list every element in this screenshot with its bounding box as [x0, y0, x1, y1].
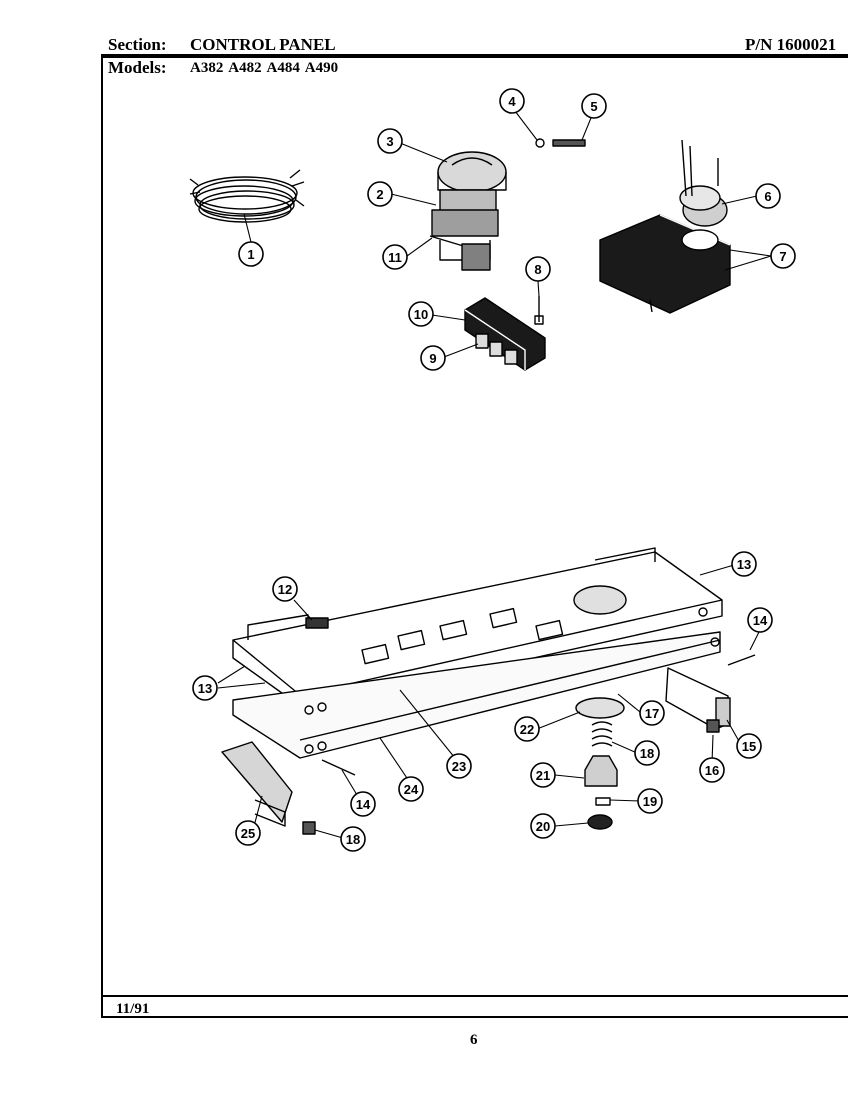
washer-and-spring: [535, 138, 586, 148]
callout-15: 15: [736, 733, 762, 759]
callout-13-left: 13: [192, 675, 218, 701]
part-number: P/N 1600021: [745, 35, 837, 54]
callout-7-label: 7: [779, 249, 786, 264]
header-rule: [101, 54, 848, 56]
callout-7: 7: [770, 243, 796, 269]
callout-3: 3: [377, 128, 403, 154]
callout-11: 11: [382, 244, 408, 270]
callout-11-label: 11: [388, 250, 402, 265]
callout-3-label: 3: [386, 134, 393, 149]
callout-20: 20: [530, 813, 556, 839]
callout-6: 6: [755, 183, 781, 209]
callout-9: 9: [420, 345, 446, 371]
callout-18-left-label: 18: [346, 832, 360, 847]
screw-14-right: [727, 654, 756, 666]
knob-assembly: [575, 697, 625, 830]
callout-14-left-label: 14: [356, 797, 371, 812]
screw-8: [534, 296, 544, 325]
callout-5: 5: [581, 93, 607, 119]
callout-13-right-label: 13: [737, 557, 751, 572]
diagram-frame: [101, 56, 848, 1018]
callout-22-label: 22: [520, 722, 534, 737]
callout-14-right: 14: [747, 607, 773, 633]
callout-14-right-label: 14: [753, 613, 768, 628]
footer-rule: [101, 995, 848, 997]
footer-date: 11/91: [116, 1001, 150, 1017]
part-12-clip: [305, 617, 329, 629]
left-bracket: [221, 741, 293, 827]
callout-1: 1: [238, 241, 264, 267]
callout-17: 17: [639, 700, 665, 726]
callout-2: 2: [367, 181, 393, 207]
callout-2-label: 2: [376, 187, 383, 202]
callout-20-label: 20: [536, 819, 550, 834]
callout-22: 22: [514, 716, 540, 742]
callout-5-label: 5: [590, 99, 597, 114]
callout-18-left: 18: [340, 826, 366, 852]
callout-19: 19: [637, 788, 663, 814]
callout-18-right-label: 18: [640, 746, 654, 761]
callout-24-label: 24: [404, 782, 419, 797]
models-list: A382 A482 A484 A490: [190, 60, 339, 76]
callout-12-label: 12: [278, 582, 292, 597]
callout-6-label: 6: [764, 189, 771, 204]
callout-18-right: 18: [634, 740, 660, 766]
callout-15-label: 15: [742, 739, 756, 754]
callout-25: 25: [235, 820, 261, 846]
callout-8-label: 8: [534, 262, 541, 277]
callout-1-label: 1: [247, 247, 254, 262]
callout-21: 21: [530, 762, 556, 788]
selector-switch: [429, 151, 507, 271]
page-number: 6: [470, 1032, 478, 1048]
timer-assembly: [599, 139, 731, 314]
callout-25-label: 25: [241, 826, 255, 841]
callout-4: 4: [499, 88, 525, 114]
callout-16: 16: [699, 757, 725, 783]
callout-9-label: 9: [429, 351, 436, 366]
models-label: Models:: [108, 58, 167, 77]
callout-8: 8: [525, 256, 551, 282]
section-label: Section:: [108, 35, 167, 54]
callout-13-left-label: 13: [198, 681, 212, 696]
callout-4-label: 4: [508, 94, 516, 109]
part-16-clip: [706, 719, 720, 733]
wire-harness: [189, 169, 305, 223]
callout-19-label: 19: [643, 794, 657, 809]
callout-10: 10: [408, 301, 434, 327]
control-panel-body: [232, 547, 723, 759]
callout-12: 12: [272, 576, 298, 602]
terminal-block: [464, 297, 546, 371]
callout-24: 24: [398, 776, 424, 802]
callout-16-label: 16: [705, 763, 719, 778]
right-bracket: [665, 667, 731, 730]
callout-10-label: 10: [414, 307, 428, 322]
section-title: CONTROL PANEL: [190, 35, 336, 54]
callout-23: 23: [446, 753, 472, 779]
callout-21-label: 21: [536, 768, 550, 783]
callout-14-left: 14: [350, 791, 376, 817]
part-18-clip: [302, 821, 316, 835]
callout-13-right: 13: [731, 551, 757, 577]
callout-17-label: 17: [645, 706, 659, 721]
callout-23-label: 23: [452, 759, 466, 774]
screw-14-left: [321, 759, 356, 776]
